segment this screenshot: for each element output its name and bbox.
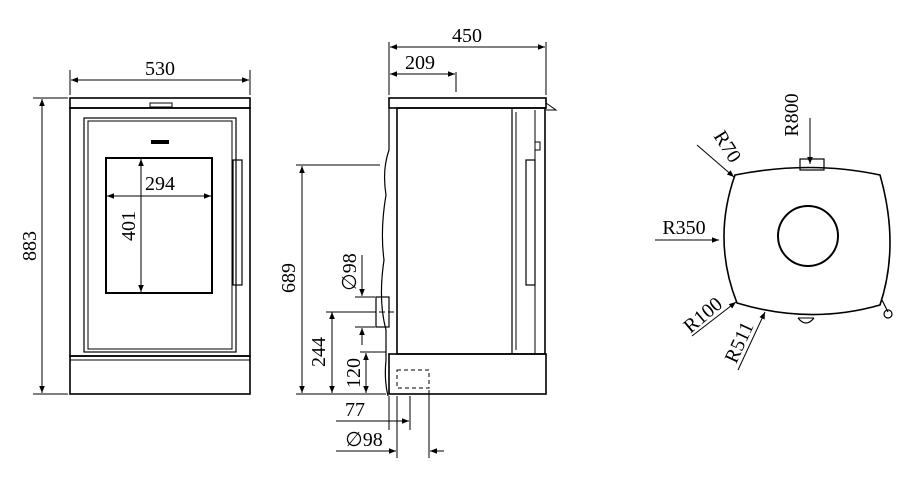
door-handle: [232, 159, 243, 286]
radius-corner-top-label: R70: [709, 127, 745, 167]
flue-offset-label: 209: [405, 52, 435, 74]
outlet-diameter-label: ∅98: [339, 253, 361, 290]
front-body: [69, 107, 251, 357]
side-depth-label: 450: [452, 25, 482, 47]
radius-top-label: R800: [781, 93, 803, 136]
side-top-lip: [545, 102, 558, 111]
leader-r70: [696, 144, 735, 178]
base-offset-label: 77: [345, 399, 365, 421]
side-break-line: [380, 108, 390, 397]
top-outline: [723, 166, 891, 316]
side-base: [388, 353, 547, 395]
side-view: 450 209 689 ∅98 244 120 77 ∅98: [278, 25, 558, 458]
outlet-height-label: 689: [278, 263, 300, 293]
radius-side-label: R350: [662, 217, 705, 239]
front-door: [83, 117, 237, 353]
side-handle: [525, 159, 536, 286]
glass-height-label: 401: [118, 211, 140, 241]
base-diameter-label: ∅98: [345, 429, 382, 451]
glass-width-label: 294: [145, 173, 175, 195]
side-inlet-height-label: 244: [308, 337, 330, 367]
radius-corner-bottom-label: R100: [679, 293, 726, 338]
radius-bottom-label: R511: [721, 319, 759, 367]
front-base: [69, 355, 251, 395]
base-inlet: [396, 369, 430, 389]
side-hinge: [534, 141, 541, 151]
front-door-inner: [87, 120, 233, 350]
top-handle-knob: [883, 309, 893, 319]
side-top-plate: [388, 97, 547, 109]
side-body: [396, 107, 546, 355]
front-view: 530 883 294 401: [19, 58, 251, 395]
front-top-grille: [149, 102, 173, 108]
leader-r100: [691, 301, 737, 337]
top-outlet-circle: [777, 205, 839, 267]
front-glass: [105, 157, 213, 294]
front-width-label: 530: [145, 58, 175, 80]
base-inlet-height-label: 120: [343, 358, 365, 388]
front-height-label: 883: [19, 231, 41, 261]
top-view: R800 R70 R350 R100 R511: [655, 93, 893, 371]
top-front-knob: [797, 317, 815, 324]
brand-logo: [151, 140, 169, 144]
leader-r511: [737, 311, 766, 371]
